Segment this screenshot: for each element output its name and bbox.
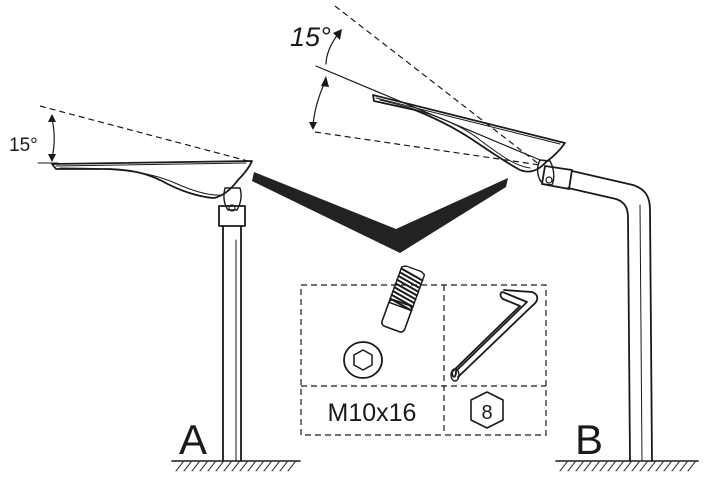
mount-label-b: B [575, 416, 603, 463]
direction-chevron [252, 172, 508, 253]
hex-key-size-label: 8 [481, 402, 492, 424]
angle-indicator-right: 15° [290, 5, 541, 166]
angle-label-left: 15° [9, 135, 38, 156]
bracket-a [218, 187, 246, 227]
socket-head-bolt-icon [343, 265, 426, 379]
angle-label-right: 15° [290, 22, 331, 52]
pole-b [567, 170, 653, 462]
hex-size-badge: 8 [470, 391, 504, 429]
angle-indicator-left: 15° [9, 105, 249, 164]
hexagon-icon [470, 391, 504, 429]
pole-a [222, 225, 242, 462]
hex-key-icon [450, 289, 539, 382]
hardware-kit-panel [300, 284, 547, 436]
luminaire-b [372, 94, 566, 173]
ground-right [555, 460, 699, 472]
luminaire-a [51, 160, 253, 199]
mount-label-a: A [179, 416, 207, 463]
bolt-size-label: M10x16 [328, 399, 417, 427]
